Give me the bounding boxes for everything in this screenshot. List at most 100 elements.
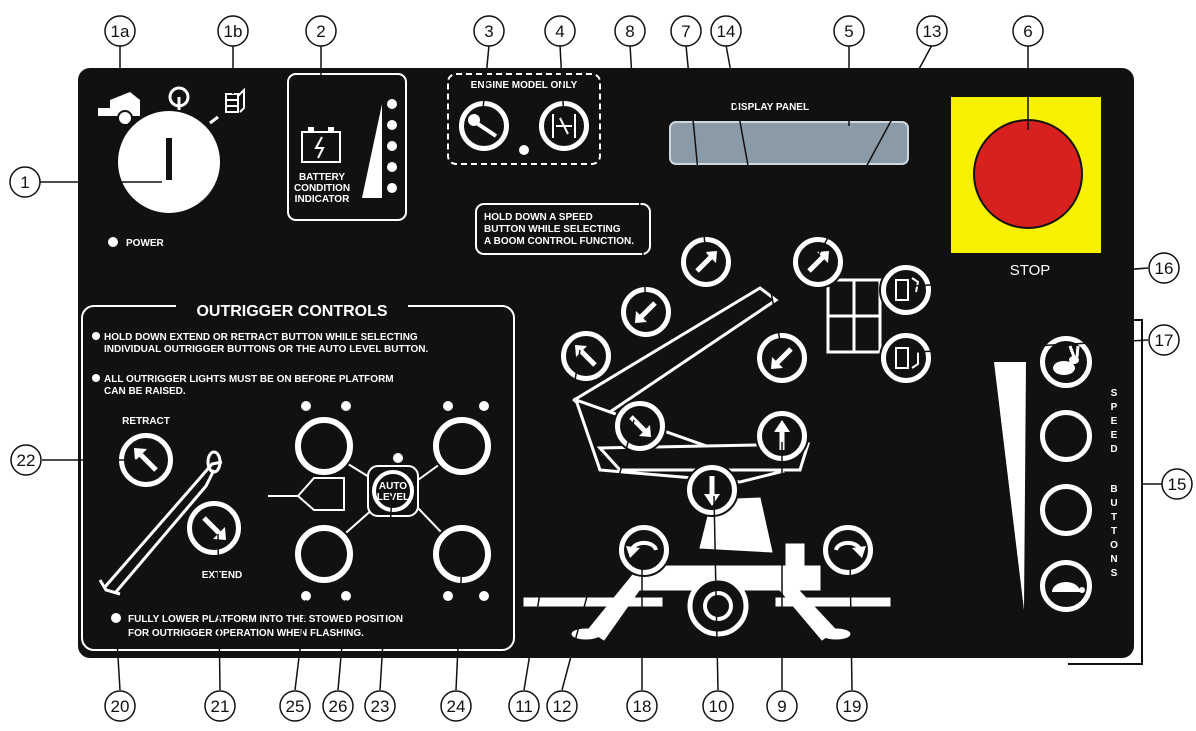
- callout-2: 2: [305, 15, 337, 47]
- callout-17: 17: [1148, 324, 1180, 356]
- key-icon: [468, 114, 498, 138]
- svg-text:25: 25: [286, 697, 305, 716]
- speed-high-button[interactable]: [1038, 334, 1094, 390]
- boom-down-button[interactable]: [685, 463, 739, 517]
- battery-leds: [387, 99, 397, 193]
- platform-down-button[interactable]: [619, 285, 673, 339]
- svg-text:N: N: [1110, 554, 1117, 565]
- speed-wedge: [994, 362, 1026, 610]
- callout-5: 5: [833, 15, 865, 47]
- machine-silhouette: [523, 278, 891, 641]
- speed-medium-low-button[interactable]: [1038, 482, 1094, 538]
- svg-text:1a: 1a: [111, 22, 130, 41]
- bullet-1: [92, 332, 100, 340]
- svg-text:B: B: [1110, 484, 1117, 495]
- leader-lines: [40, 44, 1162, 691]
- svg-text:T: T: [1111, 512, 1117, 523]
- svg-text:3: 3: [484, 22, 493, 41]
- callout-12: 12: [546, 690, 578, 722]
- outrigger-rear-left-button[interactable]: [293, 523, 355, 585]
- boom-retract-button[interactable]: [613, 399, 667, 453]
- speed-buttons-label: S P E E D B U T T O N S: [1110, 388, 1118, 579]
- svg-text:12: 12: [553, 697, 572, 716]
- callout-1a: 1a: [104, 15, 136, 47]
- fuel-icon: [225, 87, 245, 113]
- speed-note-1: HOLD DOWN A SPEED: [484, 212, 593, 223]
- svg-text:26: 26: [329, 697, 348, 716]
- stop-button[interactable]: [973, 119, 1083, 229]
- platform-rotate-left-button[interactable]: [879, 263, 933, 317]
- svg-text:11: 11: [515, 697, 533, 716]
- svg-text:15: 15: [1168, 475, 1187, 494]
- outrigger-note-1a: HOLD DOWN EXTEND OR RETRACT BUTTON WHILE…: [104, 332, 418, 343]
- stop-label: STOP: [1010, 262, 1051, 279]
- outrigger-title: OUTRIGGER CONTROLS: [196, 303, 387, 320]
- outrigger-title-bg: [176, 296, 408, 320]
- outrigger-front-right-button[interactable]: [431, 415, 493, 477]
- platform-up-button[interactable]: [679, 235, 733, 289]
- outrigger-rear-right-button[interactable]: [431, 523, 493, 585]
- svg-text:T: T: [1111, 526, 1117, 537]
- glow-plug-button[interactable]: [537, 99, 591, 153]
- battery-label-2: CONDITION: [294, 183, 350, 194]
- callout-8: 8: [614, 15, 646, 47]
- jib-down-button[interactable]: [755, 331, 809, 385]
- speed-note-box: [475, 203, 651, 255]
- svg-text:1b: 1b: [224, 22, 243, 41]
- engine-start-button[interactable]: [457, 99, 511, 153]
- rabbit-icon: [1053, 345, 1080, 375]
- callout-7: 7: [670, 15, 702, 47]
- speed-low-button[interactable]: [1038, 558, 1094, 614]
- battery-icon: [301, 127, 341, 163]
- speed-note-2: BUTTON WHILE SELECTING: [484, 224, 621, 235]
- svg-text:8: 8: [625, 22, 634, 41]
- svg-text:23: 23: [371, 697, 390, 716]
- auto-level-label-2: LEVEL: [377, 492, 409, 503]
- boom-up-button[interactable]: [755, 409, 809, 463]
- platform-rotate-right-button[interactable]: [879, 331, 933, 385]
- lower-note-1: FULLY LOWER PLATFORM INTO THE STOWED POS…: [128, 614, 403, 625]
- callout-10: 10: [702, 690, 734, 722]
- callout-11: 11: [508, 690, 540, 722]
- callout-24: 24: [440, 690, 472, 722]
- svg-text:10: 10: [709, 697, 728, 716]
- battery-indicator-box: [287, 73, 407, 221]
- speed-medium-high-button[interactable]: [1038, 408, 1094, 464]
- boom-extend-button[interactable]: [559, 329, 613, 383]
- speed-note-3: A BOOM CONTROL FUNCTION.: [484, 236, 634, 247]
- callout-3: 3: [473, 15, 505, 47]
- tow-vehicle-icon: [98, 92, 140, 126]
- lower-note-2: FOR OUTRIGGER OPERATION WHEN FLASHING.: [128, 628, 364, 639]
- engine-model-label: ENGINE MODEL ONLY: [471, 80, 578, 91]
- callout-23: 23: [364, 690, 396, 722]
- svg-text:22: 22: [17, 451, 36, 470]
- callout-1b: 1b: [217, 15, 249, 47]
- outrigger-front-left-button[interactable]: [293, 415, 355, 477]
- turntable-left-button[interactable]: [617, 523, 671, 577]
- svg-text:21: 21: [211, 697, 230, 716]
- callout-14: 14: [710, 15, 742, 47]
- speed-bracket: [1068, 319, 1143, 665]
- power-led: [108, 237, 118, 247]
- callout-25: 25: [279, 690, 311, 722]
- callout-22: 22: [10, 444, 42, 476]
- svg-text:E: E: [1111, 430, 1118, 441]
- extend-label: EXTEND: [202, 570, 243, 581]
- callout-4: 4: [544, 15, 576, 47]
- callout-16: 16: [1148, 252, 1180, 284]
- turntable-right-button[interactable]: [821, 523, 875, 577]
- callout-1: 1: [9, 166, 41, 198]
- jib-up-button[interactable]: [791, 235, 845, 289]
- engine-led: [519, 145, 529, 155]
- auto-level-label-1: AUTO: [379, 481, 407, 492]
- svg-text:18: 18: [633, 697, 652, 716]
- svg-text:1: 1: [20, 173, 29, 192]
- hour-meter-icon: [168, 86, 190, 110]
- callout-18: 18: [626, 690, 658, 722]
- auto-level-button[interactable]: AUTO LEVEL: [367, 465, 419, 517]
- key-switch[interactable]: [116, 109, 222, 215]
- outrigger-extend-button[interactable]: [185, 499, 243, 557]
- svg-text:13: 13: [923, 22, 942, 41]
- callout-15: 15: [1161, 468, 1193, 500]
